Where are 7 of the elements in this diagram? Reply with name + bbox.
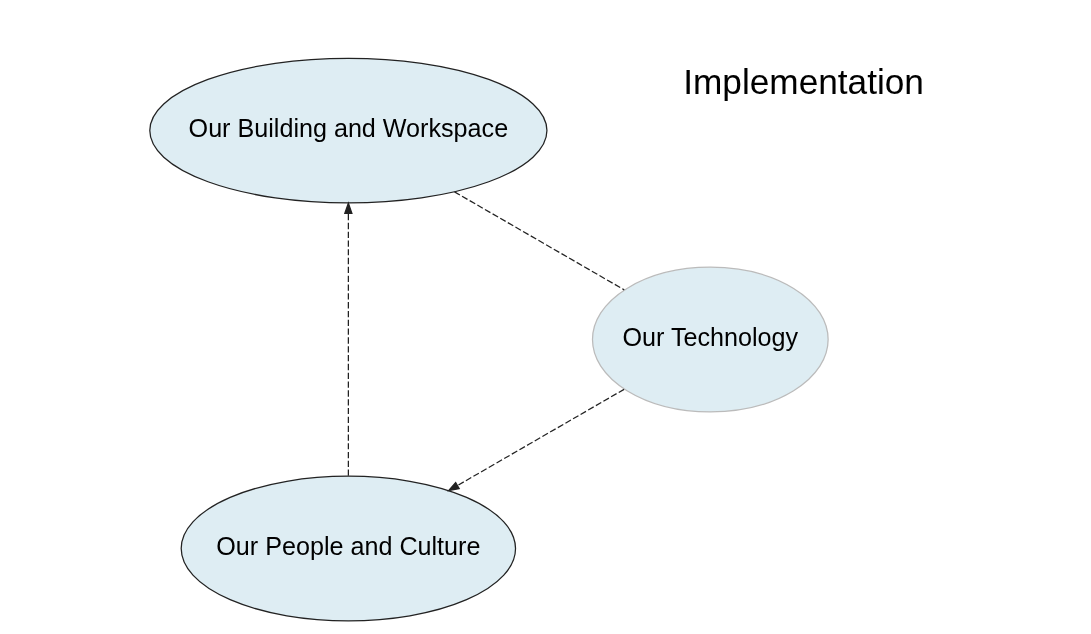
- arrow: [343, 201, 353, 477]
- arrow: [446, 388, 625, 492]
- node-ellipse: Our Building and Workspace: [148, 57, 548, 204]
- connector: [453, 191, 625, 291]
- label: Implementation: [682, 62, 924, 102]
- node-ellipse: Our People and Culture: [180, 475, 516, 622]
- node-ellipse: Our Technology: [591, 266, 829, 413]
